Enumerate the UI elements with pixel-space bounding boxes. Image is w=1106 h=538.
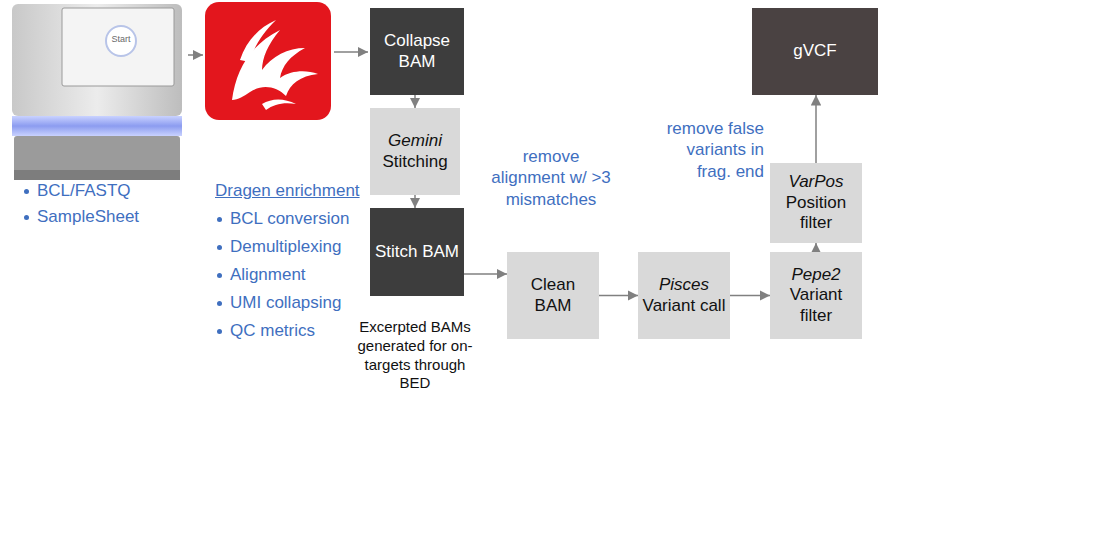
box-text: Clean BAM bbox=[511, 275, 595, 316]
flow-arrow bbox=[464, 273, 507, 275]
dragen-logo bbox=[205, 2, 331, 120]
flow-arrow bbox=[815, 95, 817, 163]
annotation-note: remove false variants in frag. end bbox=[648, 118, 764, 182]
process-box: GeminiStitching bbox=[370, 108, 460, 195]
step-item: QC metrics bbox=[215, 320, 380, 341]
step-item: BCL conversion bbox=[215, 208, 380, 229]
annotation-note: Excerpted BAMs generated for on-targets … bbox=[350, 318, 480, 393]
tool-name: Gemini bbox=[388, 131, 442, 151]
section-heading: Dragen enrichment bbox=[215, 180, 365, 201]
flow-arrow bbox=[414, 195, 416, 208]
input-arrows bbox=[188, 52, 368, 55]
box-text: Position filter bbox=[774, 193, 858, 234]
box-text: Variant call bbox=[643, 296, 726, 316]
box-text: Collapse BAM bbox=[374, 31, 460, 72]
step-item: UMI collapsing bbox=[215, 292, 380, 313]
annotation-note: remove alignment w/ >3 mismatches bbox=[488, 146, 614, 210]
flow-arrow bbox=[599, 295, 638, 297]
tool-name: VarPos bbox=[788, 172, 843, 192]
tool-name: Pepe2 bbox=[791, 265, 840, 285]
step-item: Alignment bbox=[215, 264, 380, 285]
tool-name: Pisces bbox=[659, 275, 709, 295]
process-box: Pepe2Variant filter bbox=[770, 252, 862, 339]
process-box: Clean BAM bbox=[507, 252, 599, 339]
data-box: Collapse BAM bbox=[370, 8, 464, 95]
flow-arrow bbox=[414, 95, 416, 108]
screen-text: Start bbox=[101, 34, 141, 45]
input-item: BCL/FASTQ bbox=[22, 180, 187, 201]
box-text: Stitching bbox=[382, 152, 447, 172]
flow-arrow bbox=[730, 295, 770, 297]
sequencer-illustration bbox=[12, 4, 182, 180]
flow-arrow bbox=[815, 243, 817, 252]
box-text: Stitch BAM bbox=[375, 242, 459, 262]
input-item: SampleSheet bbox=[22, 206, 187, 227]
process-box: PiscesVariant call bbox=[638, 252, 730, 339]
step-item: Demultiplexing bbox=[215, 236, 380, 257]
box-text: gVCF bbox=[793, 41, 836, 61]
process-box: VarPosPosition filter bbox=[770, 163, 862, 243]
box-text: Variant filter bbox=[774, 285, 858, 326]
data-box: Stitch BAM bbox=[370, 208, 464, 296]
data-box: gVCF bbox=[752, 8, 878, 95]
